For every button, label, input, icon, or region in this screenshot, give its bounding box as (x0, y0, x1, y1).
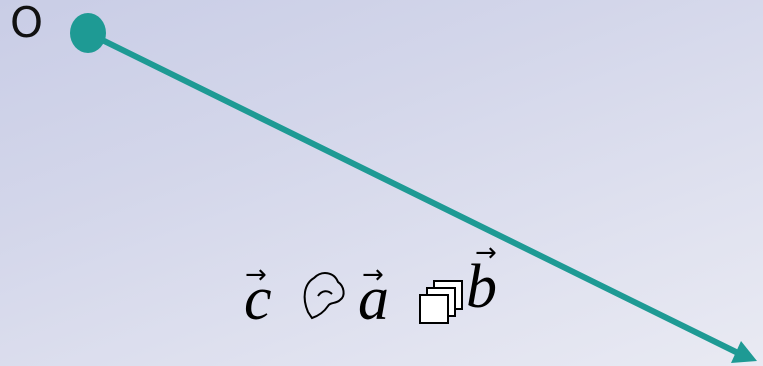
vector-b-arrow: → (475, 238, 497, 268)
vector-a-arrow: → (362, 260, 384, 290)
ray-line (85, 30, 741, 356)
origin-label: O (10, 0, 44, 47)
unrecognized-glyph-icon (303, 272, 345, 320)
vector-c-arrow: → (245, 260, 267, 290)
vector-a-letter: a (358, 265, 389, 333)
origin-point (70, 13, 106, 53)
stacked-squares-icon (419, 280, 463, 324)
vector-c-letter: c (244, 265, 272, 333)
ray-arrowhead (731, 341, 757, 363)
vector-b-letter: b (466, 253, 497, 321)
